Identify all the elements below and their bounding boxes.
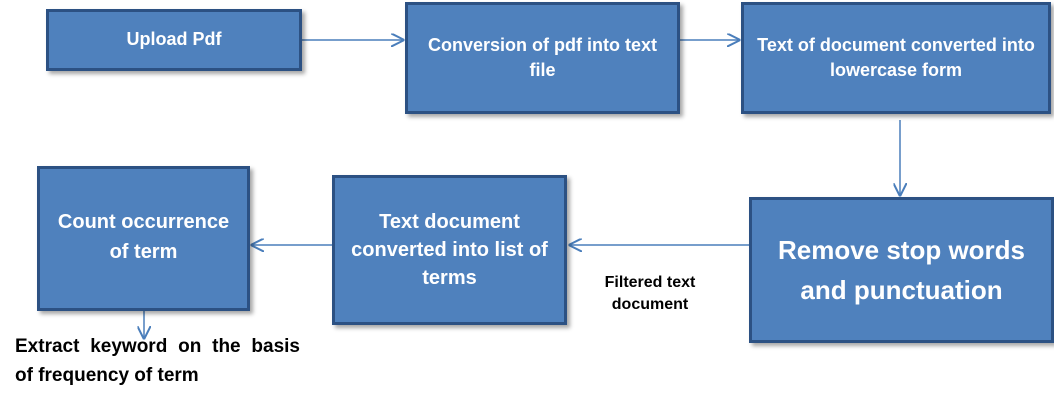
box-list-of-terms-label: Text document converted into list of ter… [351,211,548,289]
box-upload-pdf-label: Upload Pdf [126,29,222,50]
box-lowercase: Text of document converted into lowercas… [741,2,1051,114]
box-list-of-terms: Text document converted into list of ter… [332,175,567,325]
box-remove-stop-words: Remove stop words and punctuation [749,197,1054,343]
box-upload-pdf: Upload Pdf [46,9,302,71]
box-conversion: Conversion of pdf into text file [405,2,680,114]
box-count-occurrence-label: Count occurrence of term [57,210,230,263]
box-count-occurrence: Count occurrence of term [37,166,250,311]
box-remove-stop-words-label: Remove stop words and punctuation [777,234,1026,305]
extract-keyword-label: Extract keyword on the basis of frequenc… [15,336,300,386]
filtered-text-label: Filtered text document [604,274,696,313]
box-conversion-label: Conversion of pdf into text file [428,34,657,80]
box-lowercase-label: Text of document converted into lowercas… [757,34,1035,80]
